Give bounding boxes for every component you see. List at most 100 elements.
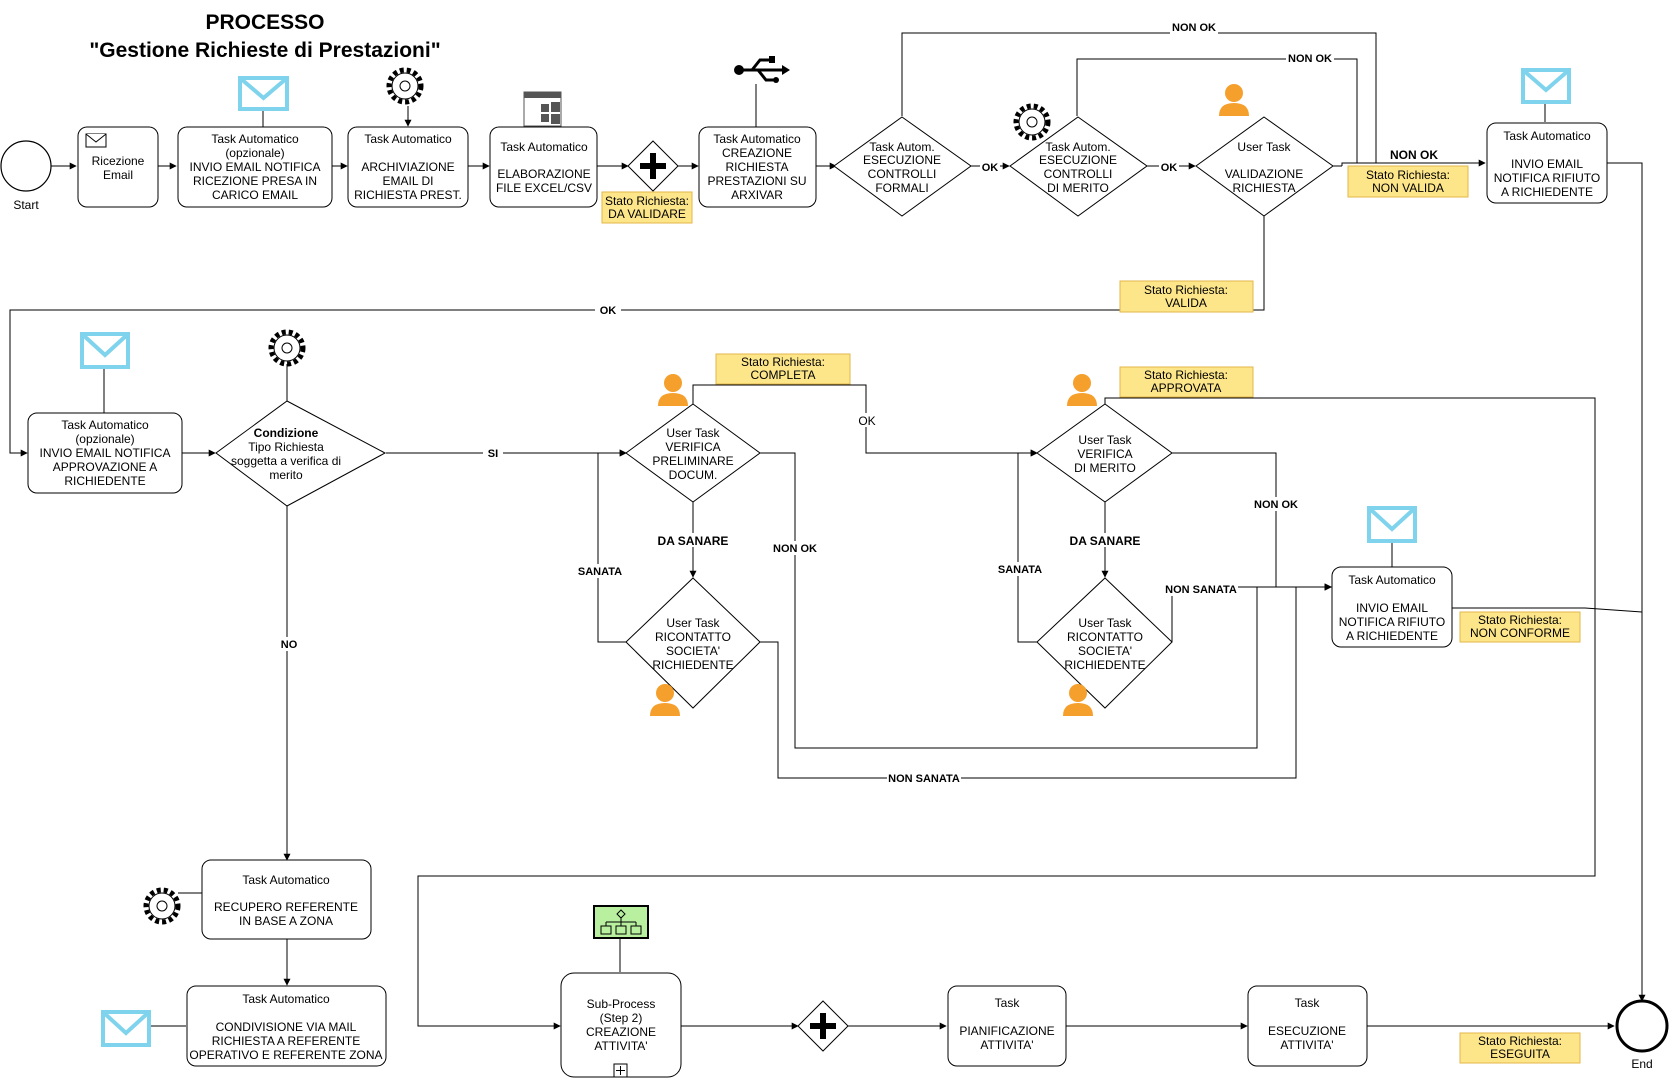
verifmerito-line2: VERIFICA (1077, 447, 1132, 461)
prelim-line2: VERIFICA (665, 440, 720, 454)
edge-non-ok-top-text: NON OK (1172, 22, 1216, 34)
edge-non-ok-mid-text: NON OK (1288, 53, 1332, 65)
edge-label-non-sanata-1: NON SANATA (887, 771, 961, 785)
subprocess-creazione-attivita: Sub-Process (Step 2) CREAZIONE ATTIVITA' (560, 972, 682, 1078)
task-recupero-referente: Task Automatico RECUPERO REFERENTE IN BA… (201, 859, 372, 940)
user-icon (1219, 84, 1249, 116)
formali-line3: CONTROLLI (868, 167, 937, 181)
status-da-validare-l1: Stato Richiesta: (605, 194, 689, 208)
user-icon (1067, 374, 1097, 406)
ricontatto1-line4: RICHIEDENTE (652, 658, 733, 672)
edge-label-ok-completa: OK (857, 413, 877, 428)
merito-ctrl-line1: Task Autom. (1045, 140, 1110, 154)
diagram-title-line2: "Gestione Richieste di Prestazioni" (89, 39, 440, 62)
archiviazione-line3: ARCHIVIAZIONE (361, 160, 454, 174)
rifiuto1-line3: INVIO EMAIL (1511, 157, 1583, 171)
ricontatto2-line3: SOCIETA' (1078, 644, 1132, 658)
task-esecuzione-attivita: Task ESECUZIONE ATTIVITA' (1247, 985, 1368, 1067)
esecuzione-line1: Task (1295, 996, 1321, 1010)
end-event: End (1615, 999, 1669, 1071)
rifiuto1-line4: NOTIFICA RIFIUTO (1494, 171, 1600, 185)
rifiuto1-line1: Task Automatico (1503, 129, 1591, 143)
status-completa: Stato Richiesta: COMPLETA (715, 353, 851, 385)
status-approvata: Stato Richiesta: APPROVATA (1119, 366, 1254, 398)
recupero-line4: IN BASE A ZONA (239, 914, 333, 928)
condizione-line1: Condizione (254, 426, 319, 440)
condivisione-line5: OPERATIVO E REFERENTE ZONA (189, 1048, 382, 1062)
status-completa-l2: COMPLETA (750, 368, 815, 382)
ricontatto2-line4: RICHIEDENTE (1064, 658, 1145, 672)
task-ricezione-email: Ricezione Email (77, 126, 159, 208)
rifiuto2-line4: NOTIFICA RIFIUTO (1339, 615, 1445, 629)
windows-app-icon (523, 91, 562, 127)
email-icon (238, 76, 289, 111)
edge-label-da-sanare-1: DA SANARE (655, 533, 731, 548)
edge-non-ok-right: NON OK (1390, 148, 1438, 162)
status-non-valida-l2: NON VALIDA (1372, 181, 1444, 195)
task-invio-email-notifica: Task Automatico (opzionale) INVIO EMAIL … (177, 126, 333, 208)
invio-notifica-line3: INVIO EMAIL NOTIFICA (190, 160, 321, 174)
merito-ctrl-line4: DI MERITO (1047, 181, 1109, 195)
condivisione-line3: CONDIVISIONE VIA MAIL (216, 1020, 357, 1034)
subprocess-line2: (Step 2) (600, 1011, 643, 1025)
gateway-verifica-preliminare: User Task VERIFICA PRELIMINARE DOCUM. (625, 403, 761, 503)
formali-line1: Task Autom. (869, 140, 934, 154)
esecuzione-line4: ATTIVITA' (1280, 1038, 1333, 1052)
end-label: End (1631, 1057, 1652, 1071)
gateway-verifica-merito: User Task VERIFICA DI MERITO (1036, 403, 1173, 503)
invio-notifica-line2: (opzionale) (225, 146, 284, 160)
edge-label-si: SI (483, 446, 503, 460)
gateway-controlli-merito: Task Autom. ESECUZIONE CONTROLLI DI MERI… (1009, 116, 1148, 217)
task-condivisione-mail: Task Automatico CONDIVISIONE VIA MAIL RI… (186, 985, 387, 1067)
rifiuto1-line5: A RICHIEDENTE (1501, 185, 1593, 199)
gateway-condizione-tipo: Condizione Tipo Richiesta soggetta a ver… (215, 400, 387, 507)
email-icon (1367, 506, 1417, 543)
edge-label-da-sanare-2: DA SANARE (1067, 533, 1143, 548)
status-non-valida: Stato Richiesta: NON VALIDA (1347, 165, 1469, 198)
pianificazione-line4: ATTIVITA' (980, 1038, 1033, 1052)
edge-da-sanare-2-text: DA SANARE (1070, 534, 1141, 548)
rifiuto2-line5: A RICHIEDENTE (1346, 629, 1438, 643)
condivisione-line1: Task Automatico (242, 992, 330, 1006)
task-archiviazione-email: Task Automatico ARCHIVIAZIONE EMAIL DI R… (347, 126, 469, 208)
invio-notifica-line1: Task Automatico (211, 132, 299, 146)
gateway-ricontatto-1: User Task RICONTATTO SOCIETA' RICHIEDENT… (625, 577, 761, 709)
edge-si-text: SI (488, 448, 498, 460)
recupero-line1: Task Automatico (242, 873, 330, 887)
subprocess-line3: CREAZIONE (586, 1025, 656, 1039)
formali-line2: ESECUZIONE (863, 153, 941, 167)
status-non-valida-l1: Stato Richiesta: (1366, 168, 1450, 182)
start-event: Start (0, 140, 52, 212)
edge-ok-valida-text: OK (600, 305, 617, 317)
archiviazione-line4: EMAIL DI (383, 174, 434, 188)
ricontatto2-line1: User Task (1078, 616, 1132, 630)
status-eseguita: Stato Richiesta: ESEGUITA (1459, 1032, 1581, 1064)
status-non-conforme-l2: NON CONFORME (1470, 626, 1570, 640)
edge-label-non-ok-top: NON OK (1170, 20, 1218, 34)
condizione-line4: merito (269, 468, 303, 482)
ricontatto1-line3: SOCIETA' (666, 644, 720, 658)
ricontatto2-line2: RICONTATTO (1067, 630, 1143, 644)
rifiuto2-line3: INVIO EMAIL (1356, 601, 1428, 615)
verifmerito-line1: User Task (1078, 433, 1132, 447)
creazione-line4: PRESTAZIONI SU (707, 174, 806, 188)
gateway-controlli-formali: Task Autom. ESECUZIONE CONTROLLI FORMALI (833, 116, 972, 217)
creazione-line2: CREAZIONE (722, 146, 792, 160)
user-icon (1063, 684, 1093, 716)
approvazione-line2: (opzionale) (75, 432, 134, 446)
elaborazione-line4: FILE EXCEL/CSV (496, 181, 592, 195)
edge-label-no: NO (278, 637, 298, 651)
connectors (9, 32, 1646, 1030)
edge-label-non-sanata-2: NON SANATA (1164, 582, 1238, 596)
ricontatto1-line2: RICONTATTO (655, 630, 731, 644)
status-non-conforme: Stato Richiesta: NON CONFORME (1459, 611, 1581, 643)
pianificazione-line3: PIANIFICAZIONE (959, 1024, 1054, 1038)
creazione-line1: Task Automatico (713, 132, 801, 146)
condivisione-line4: RICHIESTA A REFERENTE (212, 1034, 360, 1048)
parallel-gateway-2 (797, 1000, 849, 1052)
org-chart-icon (593, 905, 649, 939)
ricezione-line1: Ricezione (92, 154, 145, 168)
status-completa-l1: Stato Richiesta: (741, 355, 825, 369)
validazione-line1: User Task (1237, 140, 1291, 154)
